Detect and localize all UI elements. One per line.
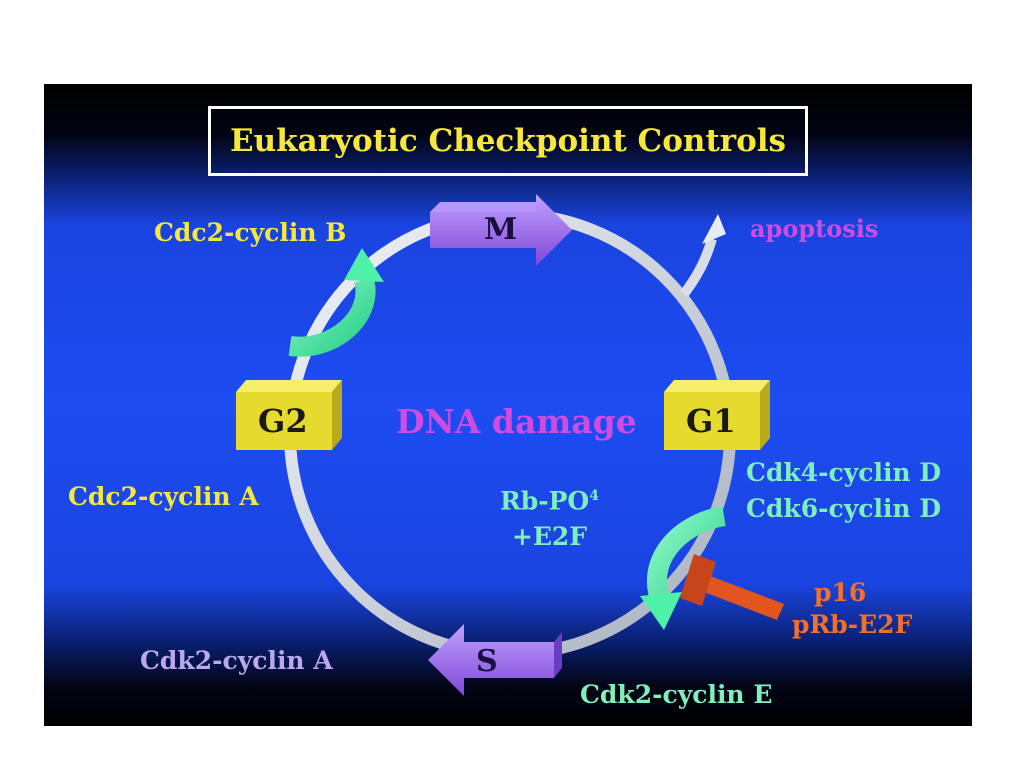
rb-po4-subscript: 4 [589, 488, 599, 504]
apoptosis-label: apoptosis [750, 214, 879, 243]
cell-cycle-diagram [236, 194, 784, 696]
cdk6-cyclin-d-label: Cdk6-cyclin D [746, 494, 941, 523]
dna-damage-label: DNA damage [396, 402, 637, 441]
s-phase-label: S [476, 644, 498, 679]
g1-phase-block [664, 380, 770, 450]
g2-m-checkpoint-arrow [288, 248, 384, 357]
slide-title: Eukaryotic Checkpoint Controls [208, 106, 808, 176]
cdc2-cyclin-b-label: Cdc2-cyclin B [154, 218, 347, 247]
s-phase-arrow [428, 624, 562, 696]
p16-label: p16 [814, 578, 867, 607]
cdk2-cyclin-e-label: Cdk2-cyclin E [580, 680, 773, 709]
p16-inhibitor-bar [680, 554, 784, 620]
rb-po4-text: Rb-PO [500, 486, 590, 516]
cdk4-cyclin-d-label: Cdk4-cyclin D [746, 458, 941, 487]
apoptosis-arrow [679, 214, 726, 297]
g2-phase-label: G2 [258, 402, 308, 440]
slide-title-text: Eukaryotic Checkpoint Controls [229, 123, 787, 159]
rb-po4-e2f-label: Rb-PO4 +E2F [500, 478, 599, 555]
e2f-text: +E2F [511, 522, 588, 552]
g2-phase-block [236, 380, 342, 450]
prb-e2f-label: pRb-E2F [792, 610, 913, 639]
cdk2-cyclin-a-label: Cdk2-cyclin A [140, 646, 333, 675]
cdc2-cyclin-a-label: Cdc2-cyclin A [68, 482, 259, 511]
m-phase-label: M [484, 212, 518, 247]
g1-s-checkpoint-arrow [640, 506, 727, 630]
slide: Eukaryotic Checkpoint Controls M S G2 G1… [44, 84, 972, 726]
g1-phase-label: G1 [686, 402, 736, 440]
m-phase-arrow [430, 194, 572, 266]
